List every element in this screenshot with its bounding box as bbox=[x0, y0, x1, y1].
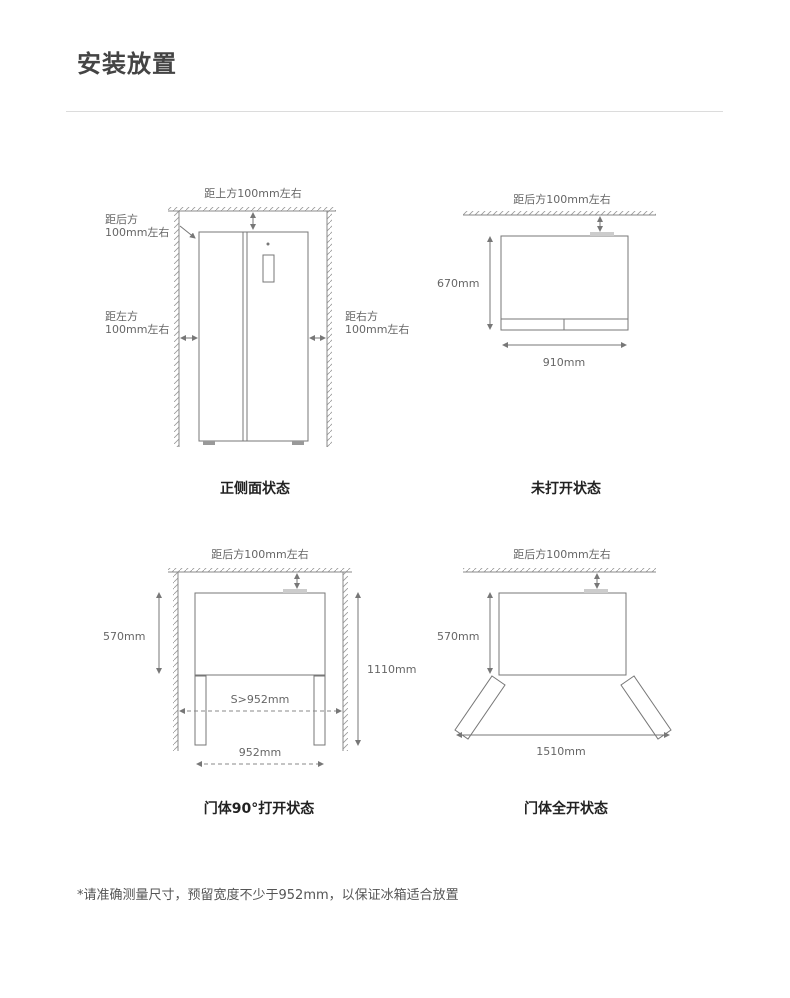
depth-label: 670mm bbox=[437, 277, 479, 290]
left-wall-hatch bbox=[173, 572, 179, 751]
left-gap-label-line2: 100mm左右 bbox=[105, 322, 169, 336]
back-gap-label: 距后方100mm左右 bbox=[513, 547, 610, 561]
right-gap-label-line1: 距右方 bbox=[345, 309, 378, 323]
back-gap-arrow bbox=[179, 225, 196, 239]
back-gap-label-line1: 距后方 bbox=[105, 212, 138, 226]
clearance-label: S>952mm bbox=[231, 693, 290, 706]
fridge-top-door-90 bbox=[194, 589, 326, 746]
width-label: 1510mm bbox=[536, 745, 585, 758]
fridge-front bbox=[198, 231, 309, 445]
depth-label: 570mm bbox=[437, 630, 479, 643]
back-gap-label-line2: 100mm左右 bbox=[105, 225, 169, 239]
back-gap-label: 距后方100mm左右 bbox=[513, 192, 610, 206]
title-divider bbox=[66, 111, 723, 112]
caption-door-90: 门体90°打开状态 bbox=[204, 800, 314, 817]
panel-front-view: 距上方100mm左右 距后方 100mm左右 距左方 100mm左右 距右方 1… bbox=[105, 186, 409, 497]
caption-closed: 未打开状态 bbox=[531, 480, 601, 497]
fridge-top-full-open bbox=[454, 589, 672, 740]
caption-full-open: 门体全开状态 bbox=[524, 800, 608, 817]
caption-front: 正侧面状态 bbox=[220, 480, 290, 497]
page-title: 安装放置 bbox=[77, 50, 177, 78]
back-wall-hatch bbox=[463, 568, 656, 573]
back-gap-label: 距后方100mm左右 bbox=[211, 547, 308, 561]
right-gap-label-line2: 100mm左右 bbox=[345, 322, 409, 336]
width-label: 952mm bbox=[239, 746, 281, 759]
depth-label: 570mm bbox=[103, 630, 145, 643]
footnote: *请准确测量尺寸，预留宽度不少于952mm，以保证冰箱适合放置 bbox=[77, 888, 459, 903]
ceiling-hatch bbox=[168, 207, 336, 212]
panel-closed-view: 距后方100mm左右 670mm 910mm 未打开状态 bbox=[437, 192, 656, 497]
width-label: 910mm bbox=[543, 356, 585, 369]
left-gap-label-line1: 距左方 bbox=[105, 309, 138, 323]
top-gap-label: 距上方100mm左右 bbox=[204, 186, 301, 200]
back-wall-hatch bbox=[463, 211, 656, 216]
right-wall-hatch bbox=[326, 211, 332, 447]
left-wall-hatch bbox=[174, 211, 180, 447]
panel-full-open-view: 距后方100mm左右 570mm 1510mm 门体全开状态 bbox=[437, 547, 672, 817]
back-wall-hatch bbox=[168, 568, 352, 573]
panel-door-90-view: 距后方100mm左右 570mm 1110mm S>952mm 952mm 门体… bbox=[103, 547, 416, 817]
right-wall-hatch bbox=[342, 572, 348, 751]
fridge-top-closed bbox=[500, 232, 629, 331]
total-depth-label: 1110mm bbox=[367, 663, 416, 676]
